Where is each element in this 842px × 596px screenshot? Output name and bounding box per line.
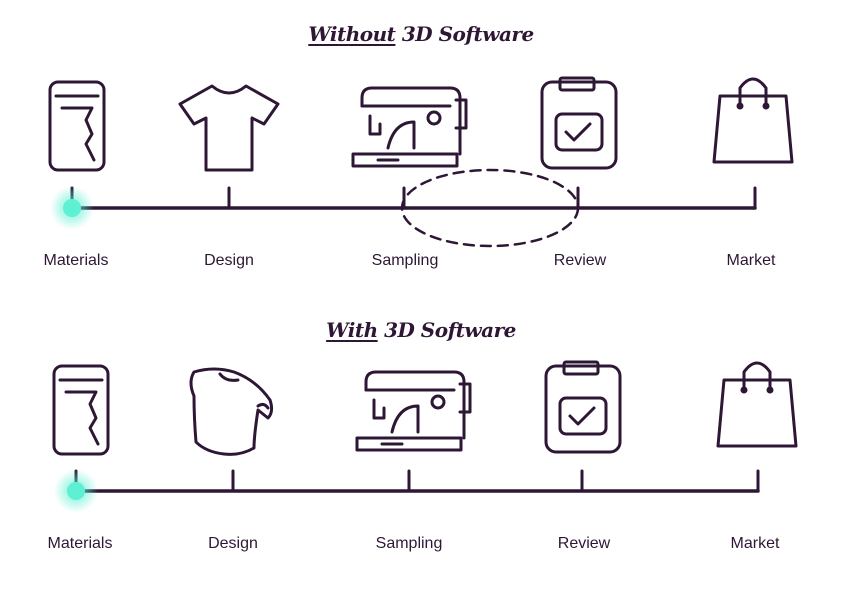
section-title: With 3D Software [0,318,842,342]
shopping-bag-icon [716,361,798,448]
3d-tshirt-icon [189,367,274,456]
stage-label-design: Design [204,252,254,269]
review-clipboard-icon [544,360,622,454]
stage-label-sampling: Sampling [371,252,439,269]
title-rest: 3D Software [377,318,516,342]
stage-label-review: Review [557,535,611,552]
sewing-machine-icon [351,86,468,168]
stage-label-design: Design [208,535,258,552]
fabric-roll-icon [48,80,106,172]
fabric-roll-icon [52,364,110,456]
review-clipboard-icon [540,76,618,170]
dashed-highlight-ellipse [400,168,580,248]
tshirt-icon [178,84,280,172]
section-title: Without 3D Software [0,22,842,46]
stage-label-review: Review [553,252,607,269]
title-emphasis: Without [308,22,396,46]
stage-label-market: Market [730,535,780,552]
timeline-diagram [48,76,794,248]
stage-label-market: Market [726,252,776,269]
title-emphasis: With [326,318,378,342]
title-rest: 3D Software [395,22,534,46]
stage-label-sampling: Sampling [375,535,443,552]
stage-label-materials: Materials [43,252,109,269]
start-marker [63,199,81,217]
stage-label-materials: Materials [47,535,113,552]
start-marker [67,482,85,500]
sewing-machine-icon [355,370,472,452]
shopping-bag-icon [712,77,794,164]
